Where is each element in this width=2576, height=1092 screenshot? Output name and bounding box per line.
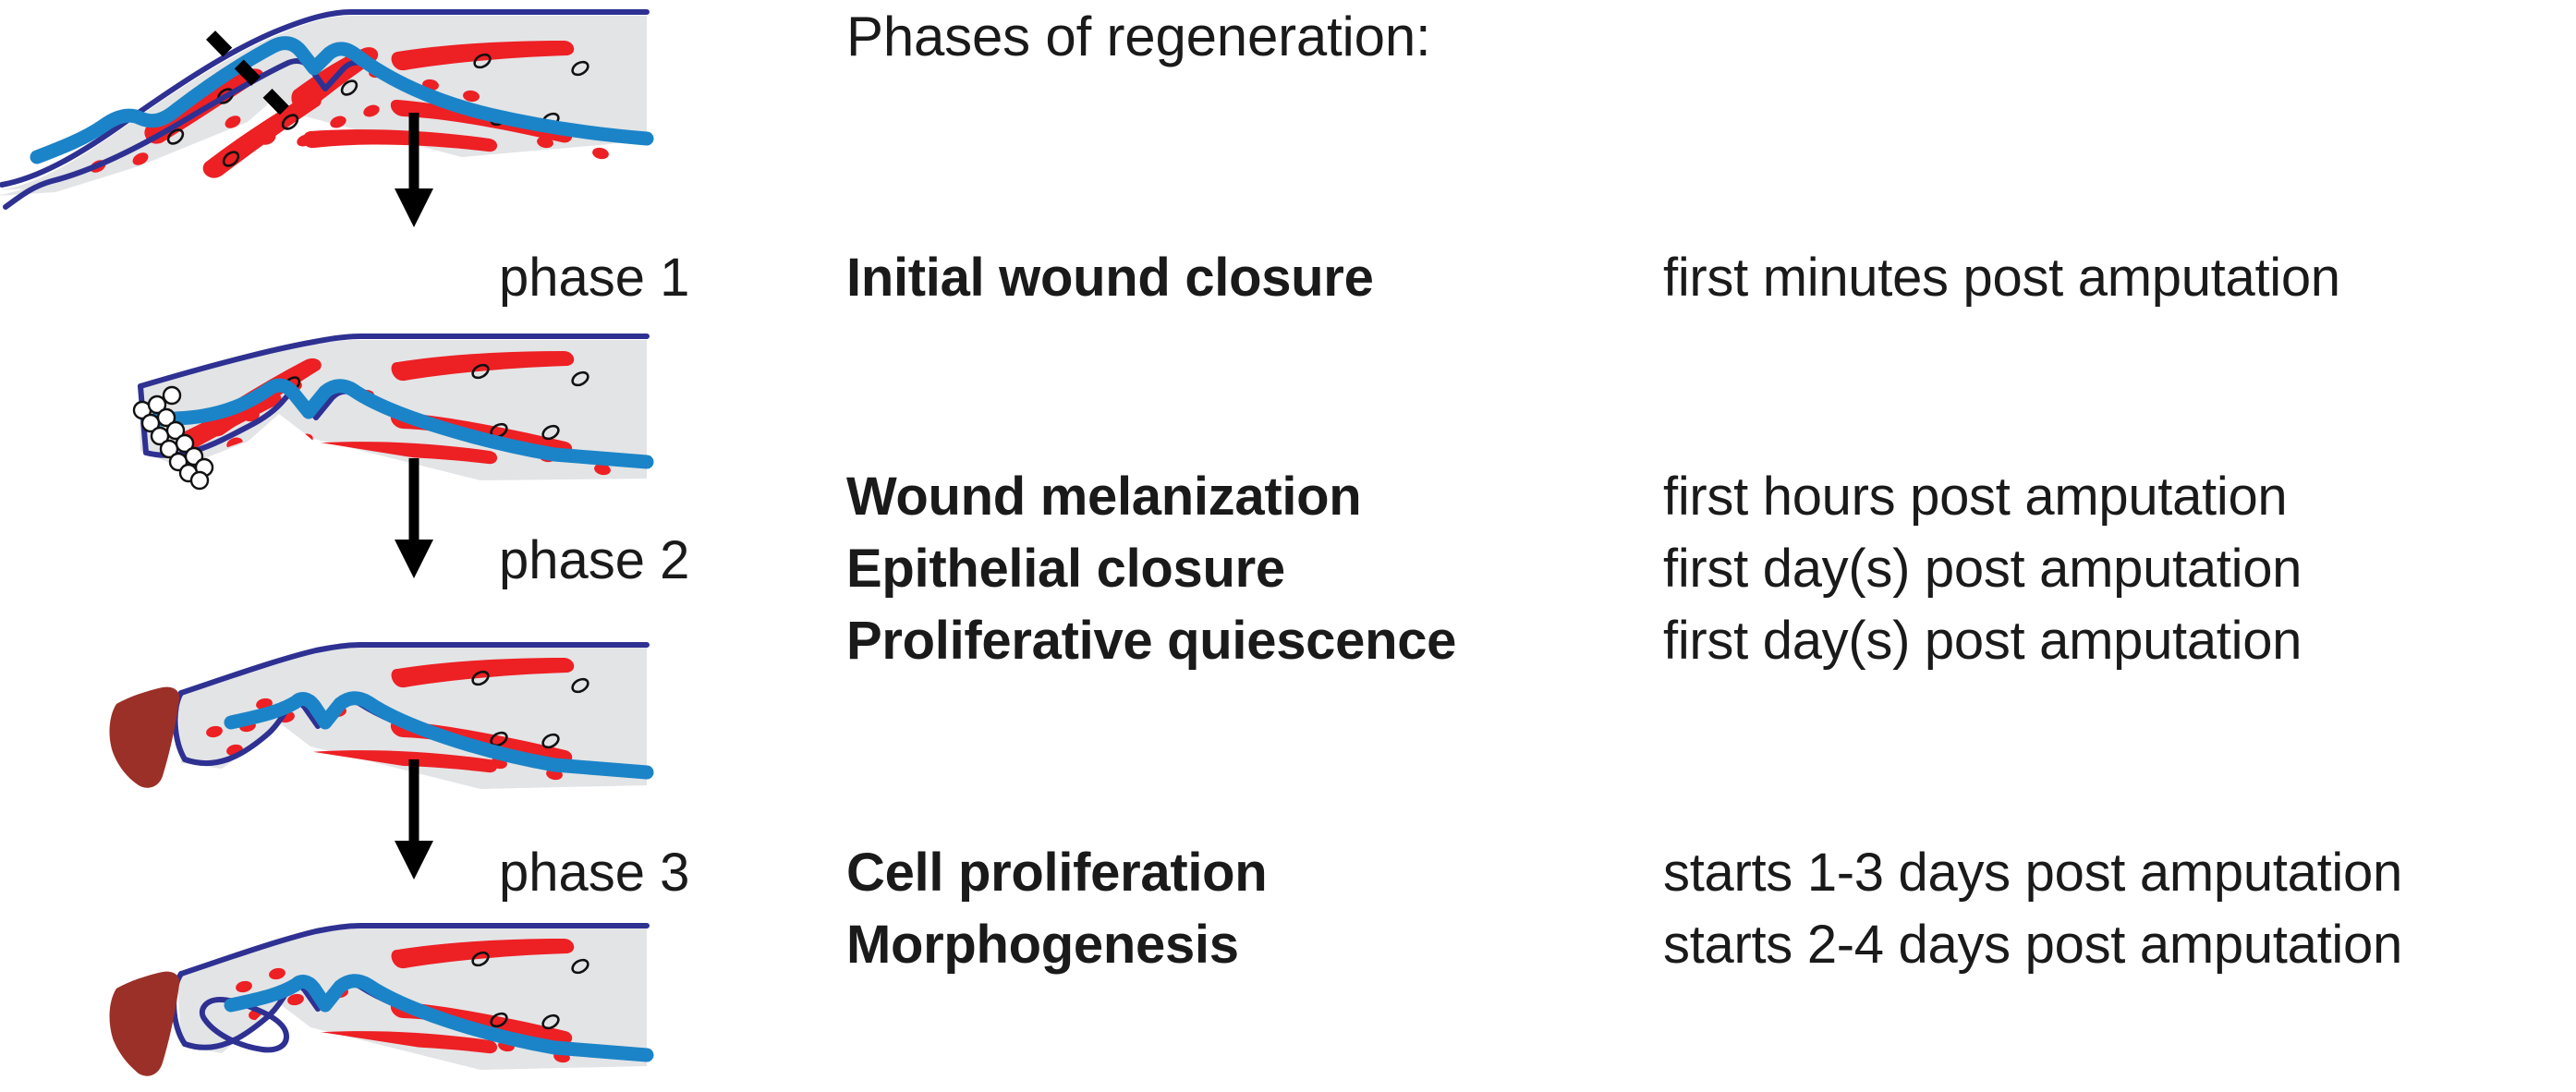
pigment-cell [537,136,553,149]
blastema-outline [199,997,289,1053]
illustration-intact-fin-with-amputation-plane [0,0,654,212]
pigment-cell [206,725,223,738]
phase-label-1: phase 1 [499,248,690,308]
nucleus-outline [541,733,560,749]
pigment-cell [592,147,609,160]
phase-label-2: phase 2 [499,530,690,590]
muscle-bundle [303,1031,498,1054]
melanized-scab [109,686,180,788]
nucleus-outline [541,1013,560,1030]
pigment-cell [297,134,313,147]
muscle-bundle [303,750,498,773]
arrow-head [395,540,433,578]
muscle-bundle [303,129,498,152]
phase-label-3: phase 3 [499,843,690,903]
arrow-head [395,188,433,227]
event-name-wound-melanization: Wound melanization [846,467,1362,527]
ray-outline-upper [0,9,650,188]
nucleus-outline [571,370,589,387]
nucleus-outline [471,363,490,380]
illustration-amputated-fin-with-cell-cluster [0,331,654,502]
pigment-cell [463,90,480,103]
muscle-bundle [390,99,573,143]
timing-cell-proliferation: starts 1-3 days post amputation [1663,843,2402,903]
pigment-cell [225,115,241,128]
illustration-blastema-forming-fin [0,915,654,1092]
nucleus-outline [571,958,589,975]
nucleus-outline [571,677,589,694]
pigment-cell [132,152,149,165]
arrow-phase-1 [0,111,647,231]
nucleus-outline [473,53,492,69]
timing-wound-melanization: first hours post amputation [1663,467,2288,527]
pigment-cell [287,993,304,1006]
pigment-cell [330,115,346,128]
white-cell-cluster-at-stump [132,385,214,491]
nucleus-outline [571,60,589,77]
event-name-morphogenesis: Morphogenesis [846,915,1239,975]
arrow-phase-2 [0,455,647,584]
timing-epithelial-closure: first day(s) post amputation [1663,539,2303,599]
pigment-cell [363,104,380,117]
nucleus-outline [471,951,490,967]
pigment-cell [269,967,286,980]
nucleus-outline [166,128,185,145]
ray-outline-upper [178,642,650,696]
blue-vessel [224,691,654,780]
pigment-cell [243,409,260,422]
arrow-phase-3 [0,756,647,885]
arrow-head [395,841,433,880]
nucleus-outline [340,79,358,96]
timing-proliferative-quiescence: first day(s) post amputation [1663,611,2303,671]
blue-vessel [140,378,654,469]
blue-vessel [30,36,654,164]
timing-initial-wound-closure: first minutes post amputation [1663,248,2340,308]
pigment-cell [236,980,252,993]
nucleus-outline [490,731,508,747]
amputation-plane-dashed-line [205,30,301,127]
nucleus-outline [281,114,299,130]
event-name-initial-wound-closure: Initial wound closure [846,248,1374,308]
illustration-melanized-stump-fin [0,637,654,813]
nucleus-outline [222,151,240,167]
melanized-scab [109,971,180,1076]
nucleus-outline [490,1012,508,1028]
muscle-bundle [303,442,498,465]
event-name-proliferative-quiescence: Proliferative quiescence [846,611,1457,671]
ray-outline-upper [178,923,650,977]
timing-morphogenesis: starts 2-4 days post amputation [1663,915,2402,975]
pigment-cell [594,463,611,476]
page-title: Phases of regeneration: [846,6,1431,67]
event-name-epithelial-closure: Epithelial closure [846,539,1285,599]
pigment-cell [260,132,276,145]
nucleus-outline [541,424,560,441]
blue-vessel [224,974,654,1062]
nucleus-outline [471,670,490,686]
pigment-cell [263,441,280,454]
ray-outline-upper [138,334,650,389]
event-name-cell-proliferation: Cell proliferation [846,843,1268,903]
muscle-bundle [176,392,282,451]
